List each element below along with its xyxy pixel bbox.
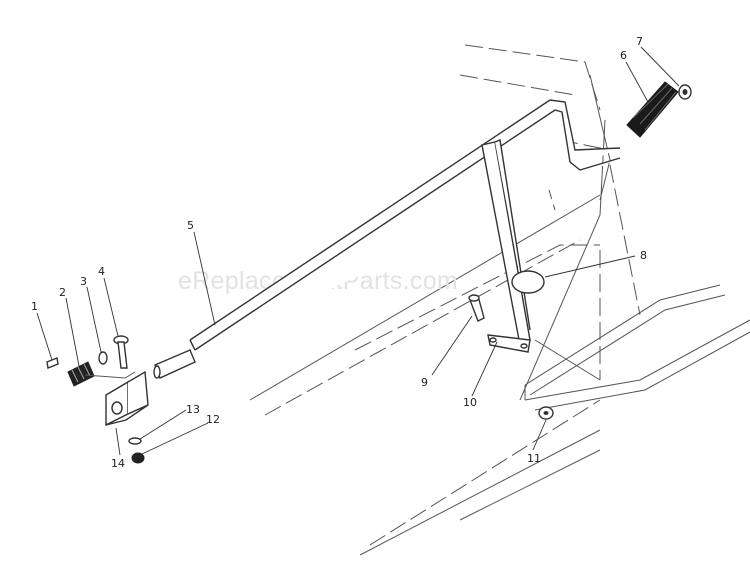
leader-lines <box>36 46 680 456</box>
control-rod <box>153 99 621 379</box>
callout-4: 4 <box>98 265 105 278</box>
callout-3: 3 <box>80 275 87 288</box>
callouts: 1 2 3 4 5 6 7 8 9 10 11 12 13 14 <box>31 35 647 470</box>
bolt <box>468 294 485 322</box>
support-bracket <box>481 139 545 353</box>
callout-1: 1 <box>31 300 38 313</box>
handle-grip <box>626 81 679 138</box>
machine-outline <box>249 44 750 556</box>
callout-2: 2 <box>59 286 66 299</box>
callout-9: 9 <box>421 376 428 389</box>
callout-14: 14 <box>111 457 125 470</box>
callout-6: 6 <box>620 49 627 62</box>
callout-12: 12 <box>206 413 220 426</box>
nut <box>538 406 554 420</box>
callout-13: 13 <box>186 403 200 416</box>
callout-7: 7 <box>636 35 643 48</box>
callout-8: 8 <box>640 249 647 262</box>
end-cap <box>678 84 692 100</box>
callout-11: 11 <box>527 452 541 465</box>
callout-10: 10 <box>463 396 477 409</box>
left-assembly <box>46 335 149 464</box>
callout-5: 5 <box>187 219 194 232</box>
